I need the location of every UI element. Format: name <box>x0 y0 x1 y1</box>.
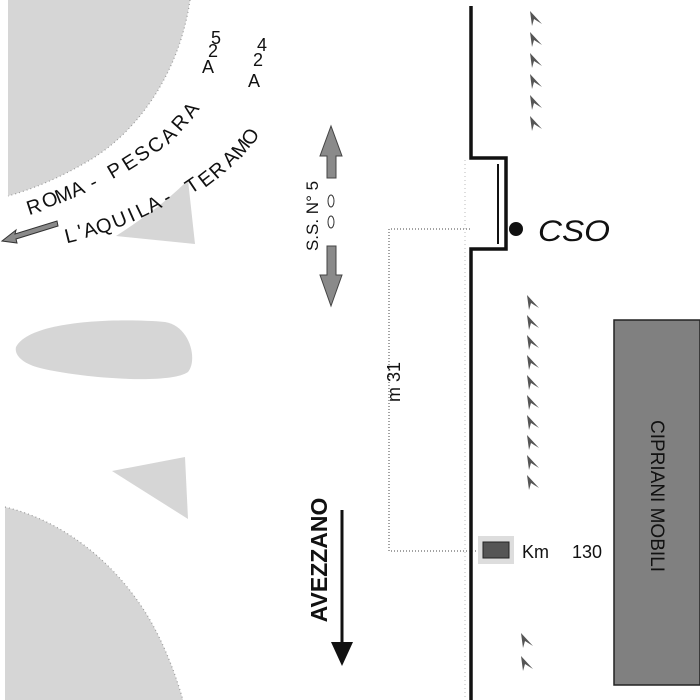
main-road <box>469 6 508 700</box>
km-marker-icon <box>482 541 510 559</box>
roma-arrow-icon <box>0 220 59 244</box>
tree-icon <box>530 116 542 131</box>
cso-label: CSO <box>538 215 610 248</box>
highway-letter: L <box>62 224 78 248</box>
highway-letter: A <box>248 71 260 91</box>
km-label: Km <box>522 542 549 562</box>
highway-a25-label: 52A <box>202 28 221 77</box>
cipriani-mobili-building <box>613 319 700 686</box>
distance-dotted-line <box>388 228 478 552</box>
tree-icon <box>527 355 539 370</box>
ss5-arrow-up-icon <box>319 124 343 179</box>
cipriani-mobili-label: CIPRIANI MOBILI <box>646 420 667 572</box>
ss5-arrow-down-icon <box>319 245 343 308</box>
highway-letter: ' <box>75 221 85 243</box>
terrain-edges <box>4 0 191 700</box>
tree-icon <box>527 295 539 310</box>
ss5-label: S.S. N° 5 <box>303 181 322 251</box>
ss5-marker-oval-lower <box>327 215 335 229</box>
terrain-teardrop <box>15 320 193 380</box>
terrain-triangle-lower <box>112 457 188 519</box>
terrain-bottom-left <box>5 507 183 700</box>
highway-letter: 2 <box>208 41 218 61</box>
terrain <box>5 0 195 700</box>
tree-icon <box>527 415 539 430</box>
tree-icon <box>530 11 542 26</box>
tree-icon <box>521 633 533 648</box>
tree-row-top <box>530 11 542 131</box>
highway-letter: 5 <box>211 28 221 48</box>
cso-marker-dot <box>509 222 523 236</box>
highway-letter: R <box>24 195 45 220</box>
highway-letter: 2 <box>253 50 263 70</box>
roma-direction-arrow <box>0 220 59 244</box>
tree-icon <box>527 455 539 470</box>
distance-label: m 31 <box>384 362 404 402</box>
tree-icon <box>527 475 539 490</box>
highway-letter: - <box>86 171 102 194</box>
ss5-direction-arrows <box>319 124 343 308</box>
highway-letter: M <box>52 182 76 209</box>
tree-row-middle <box>527 295 539 490</box>
tree-icon <box>521 656 533 671</box>
terrain-triangle-upper <box>116 180 195 244</box>
highway-letter: A <box>202 57 214 77</box>
tree-icon <box>530 32 542 47</box>
tree-icon <box>527 315 539 330</box>
tree-icon <box>527 375 539 390</box>
tree-icon <box>530 74 542 89</box>
terrain-top-left <box>8 0 190 196</box>
tree-icon <box>530 95 542 110</box>
highway-letter: O <box>39 187 61 213</box>
ss5-marker-oval-upper <box>327 194 335 208</box>
highway-a24-label: 42A <box>248 35 267 91</box>
km-value: 130 <box>572 542 602 562</box>
tree-row-bottom <box>521 633 533 671</box>
avezzano-label: AVEZZANO <box>306 498 332 623</box>
tree-icon <box>527 435 539 450</box>
highway-letter: 4 <box>257 35 267 55</box>
tree-icon <box>527 395 539 410</box>
tree-icon <box>527 335 539 350</box>
tree-icon <box>530 53 542 68</box>
highway-letter: Q <box>93 213 115 239</box>
avezzano-arrow-icon <box>331 642 353 666</box>
